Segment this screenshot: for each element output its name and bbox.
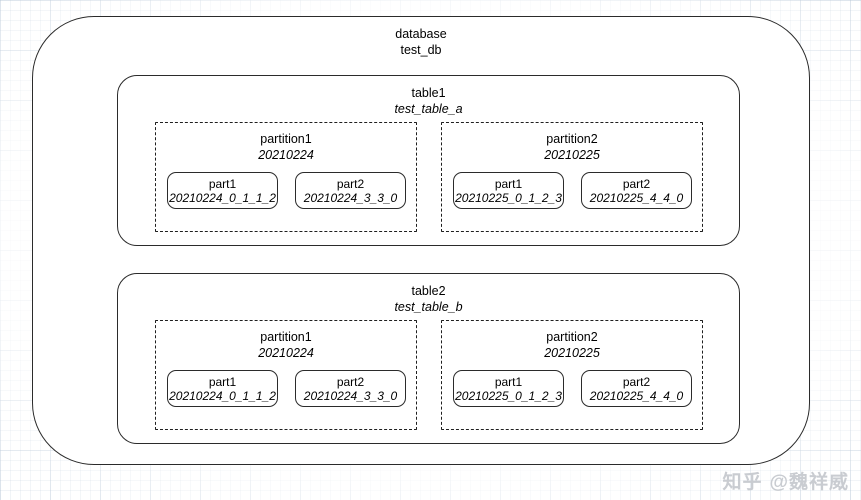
partition-name: 20210224 (258, 148, 314, 162)
part-name: 20210225_4_4_0 (589, 190, 684, 205)
partition-title: partition1 (260, 330, 312, 344)
part-box-table2-p1-part2[interactable]: part2 20210224_3_3_0 (295, 370, 406, 407)
table2-partition1-label: partition1 20210224 (155, 329, 417, 361)
table2-partition2-label: partition2 20210225 (441, 329, 703, 361)
part-title: part2 (336, 374, 365, 389)
part-name: 20210224_3_3_0 (303, 388, 398, 403)
table-box-table2[interactable] (117, 273, 740, 444)
database-label: database test_db (32, 26, 810, 58)
part-title: part2 (622, 176, 651, 191)
partition-box-table2-partition1[interactable] (155, 320, 417, 430)
part-name: 20210224_0_1_1_2 (169, 388, 276, 403)
partition-name: 20210224 (258, 346, 314, 360)
part-title: part1 (208, 176, 237, 191)
part-title: part1 (208, 374, 237, 389)
partition-box-table1-partition1[interactable] (155, 122, 417, 232)
part-name: 20210224_0_1_1_2 (169, 190, 276, 205)
table1-title: table1 (411, 86, 446, 100)
partition-box-table2-partition2[interactable] (441, 320, 703, 430)
part-name: 20210225_4_4_0 (589, 388, 684, 403)
part-name: 20210225_0_1_2_3 (455, 388, 562, 403)
part-title: part1 (494, 374, 523, 389)
partition-name: 20210225 (544, 346, 600, 360)
part-title: part2 (336, 176, 365, 191)
table1-name: test_table_a (394, 102, 463, 116)
part-box-table1-p1-part2[interactable]: part2 20210224_3_3_0 (295, 172, 406, 209)
table2-name: test_table_b (394, 300, 463, 314)
part-box-table1-p2-part2[interactable]: part2 20210225_4_4_0 (581, 172, 692, 209)
table-box-table1[interactable] (117, 75, 740, 246)
database-title: database (395, 27, 447, 41)
partition-title: partition2 (546, 330, 598, 344)
part-box-table2-p2-part1[interactable]: part1 20210225_0_1_2_3 (453, 370, 564, 407)
part-box-table1-p2-part1[interactable]: part1 20210225_0_1_2_3 (453, 172, 564, 209)
table1-label: table1 test_table_a (117, 85, 740, 117)
table1-partition2-label: partition2 20210225 (441, 131, 703, 163)
part-title: part2 (622, 374, 651, 389)
table2-label: table2 test_table_b (117, 283, 740, 315)
partition-title: partition1 (260, 132, 312, 146)
part-name: 20210224_3_3_0 (303, 190, 398, 205)
database-name: test_db (400, 43, 442, 57)
part-title: part1 (494, 176, 523, 191)
partition-title: partition2 (546, 132, 598, 146)
part-box-table1-p1-part1[interactable]: part1 20210224_0_1_1_2 (167, 172, 278, 209)
partition-box-table1-partition2[interactable] (441, 122, 703, 232)
table1-partition1-label: partition1 20210224 (155, 131, 417, 163)
part-name: 20210225_0_1_2_3 (455, 190, 562, 205)
part-box-table2-p2-part2[interactable]: part2 20210225_4_4_0 (581, 370, 692, 407)
part-box-table2-p1-part1[interactable]: part1 20210224_0_1_1_2 (167, 370, 278, 407)
table2-title: table2 (411, 284, 446, 298)
partition-name: 20210225 (544, 148, 600, 162)
